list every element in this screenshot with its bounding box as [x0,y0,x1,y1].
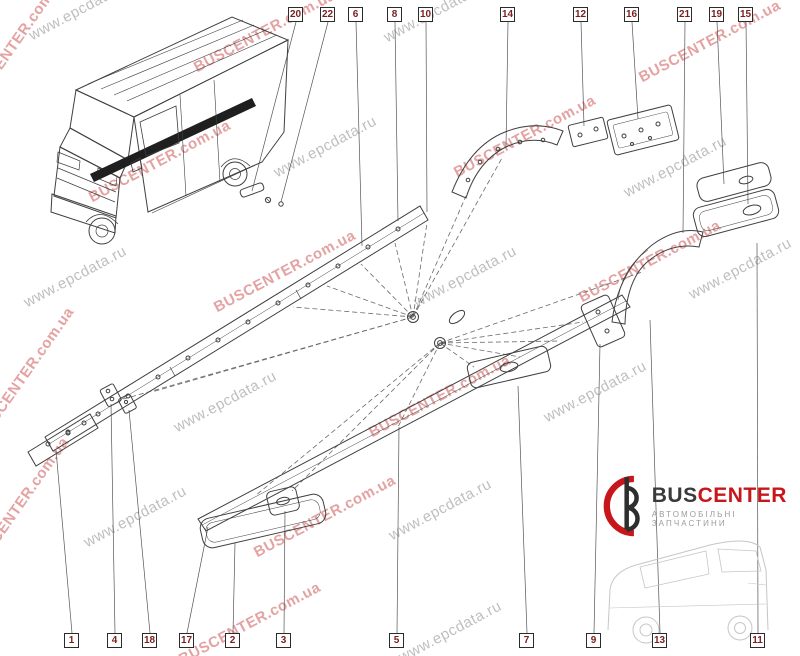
logo-wordmark-red: CENTER [697,483,787,507]
lower-molding-strip [197,294,631,532]
rear-upper-plates [567,104,680,156]
logo-wordmark: BUSCENTER [651,483,800,507]
callout-box-14[interactable]: 14 [500,7,515,22]
assembly-leader-lines [119,157,643,497]
callout-box-12[interactable]: 12 [573,7,588,22]
callout-box-16[interactable]: 16 [624,7,639,22]
sill-end-piece [580,294,626,348]
callout-box-1[interactable]: 1 [64,633,79,648]
callout-box-13[interactable]: 13 [652,633,667,648]
callout-leader-lines [55,21,759,634]
side-panel-molding [466,345,552,389]
callout-box-15[interactable]: 15 [738,7,753,22]
buscenter-logo-icon [603,475,640,537]
callout-box-21[interactable]: 21 [677,7,692,22]
callout-box-18[interactable]: 18 [142,633,157,648]
door-trim-small-parts [239,182,284,207]
fastener-clips [407,309,466,349]
callout-box-19[interactable]: 19 [709,7,724,22]
callout-box-3[interactable]: 3 [276,633,291,648]
callout-box-8[interactable]: 8 [387,7,402,22]
callout-box-7[interactable]: 7 [519,633,534,648]
callout-box-10[interactable]: 10 [418,7,433,22]
callout-box-11[interactable]: 11 [750,633,765,648]
logo-van-sketch [607,540,769,644]
front-wheel-arch-trim [451,125,564,199]
front-door-molding [199,493,327,549]
rear-wheel-arch-molding [611,230,704,325]
callout-box-22[interactable]: 22 [320,7,335,22]
logo-wordmark-black: BUS [651,483,698,507]
callout-box-4[interactable]: 4 [107,633,122,648]
callout-box-9[interactable]: 9 [586,633,601,648]
van-illustration [50,16,290,245]
logo-tagline: АВТОМОБІЛЬНІ ЗАПЧАСТИНИ [651,509,737,528]
callout-box-2[interactable]: 2 [225,633,240,648]
molding-end-cap [266,486,300,516]
buscenter-logo-text: BUSCENTER АВТОМОБІЛЬНІ ЗАПЧАСТИНИ [651,483,800,528]
callout-box-6[interactable]: 6 [348,7,363,22]
rear-quarter-trims [692,162,780,238]
upper-molding-strip [27,205,429,467]
callout-box-17[interactable]: 17 [179,633,194,648]
buscenter-logo: BUSCENTER АВТОМОБІЛЬНІ ЗАПЧАСТИНИ [596,466,800,546]
callout-box-20[interactable]: 20 [288,7,303,22]
callout-box-5[interactable]: 5 [389,633,404,648]
